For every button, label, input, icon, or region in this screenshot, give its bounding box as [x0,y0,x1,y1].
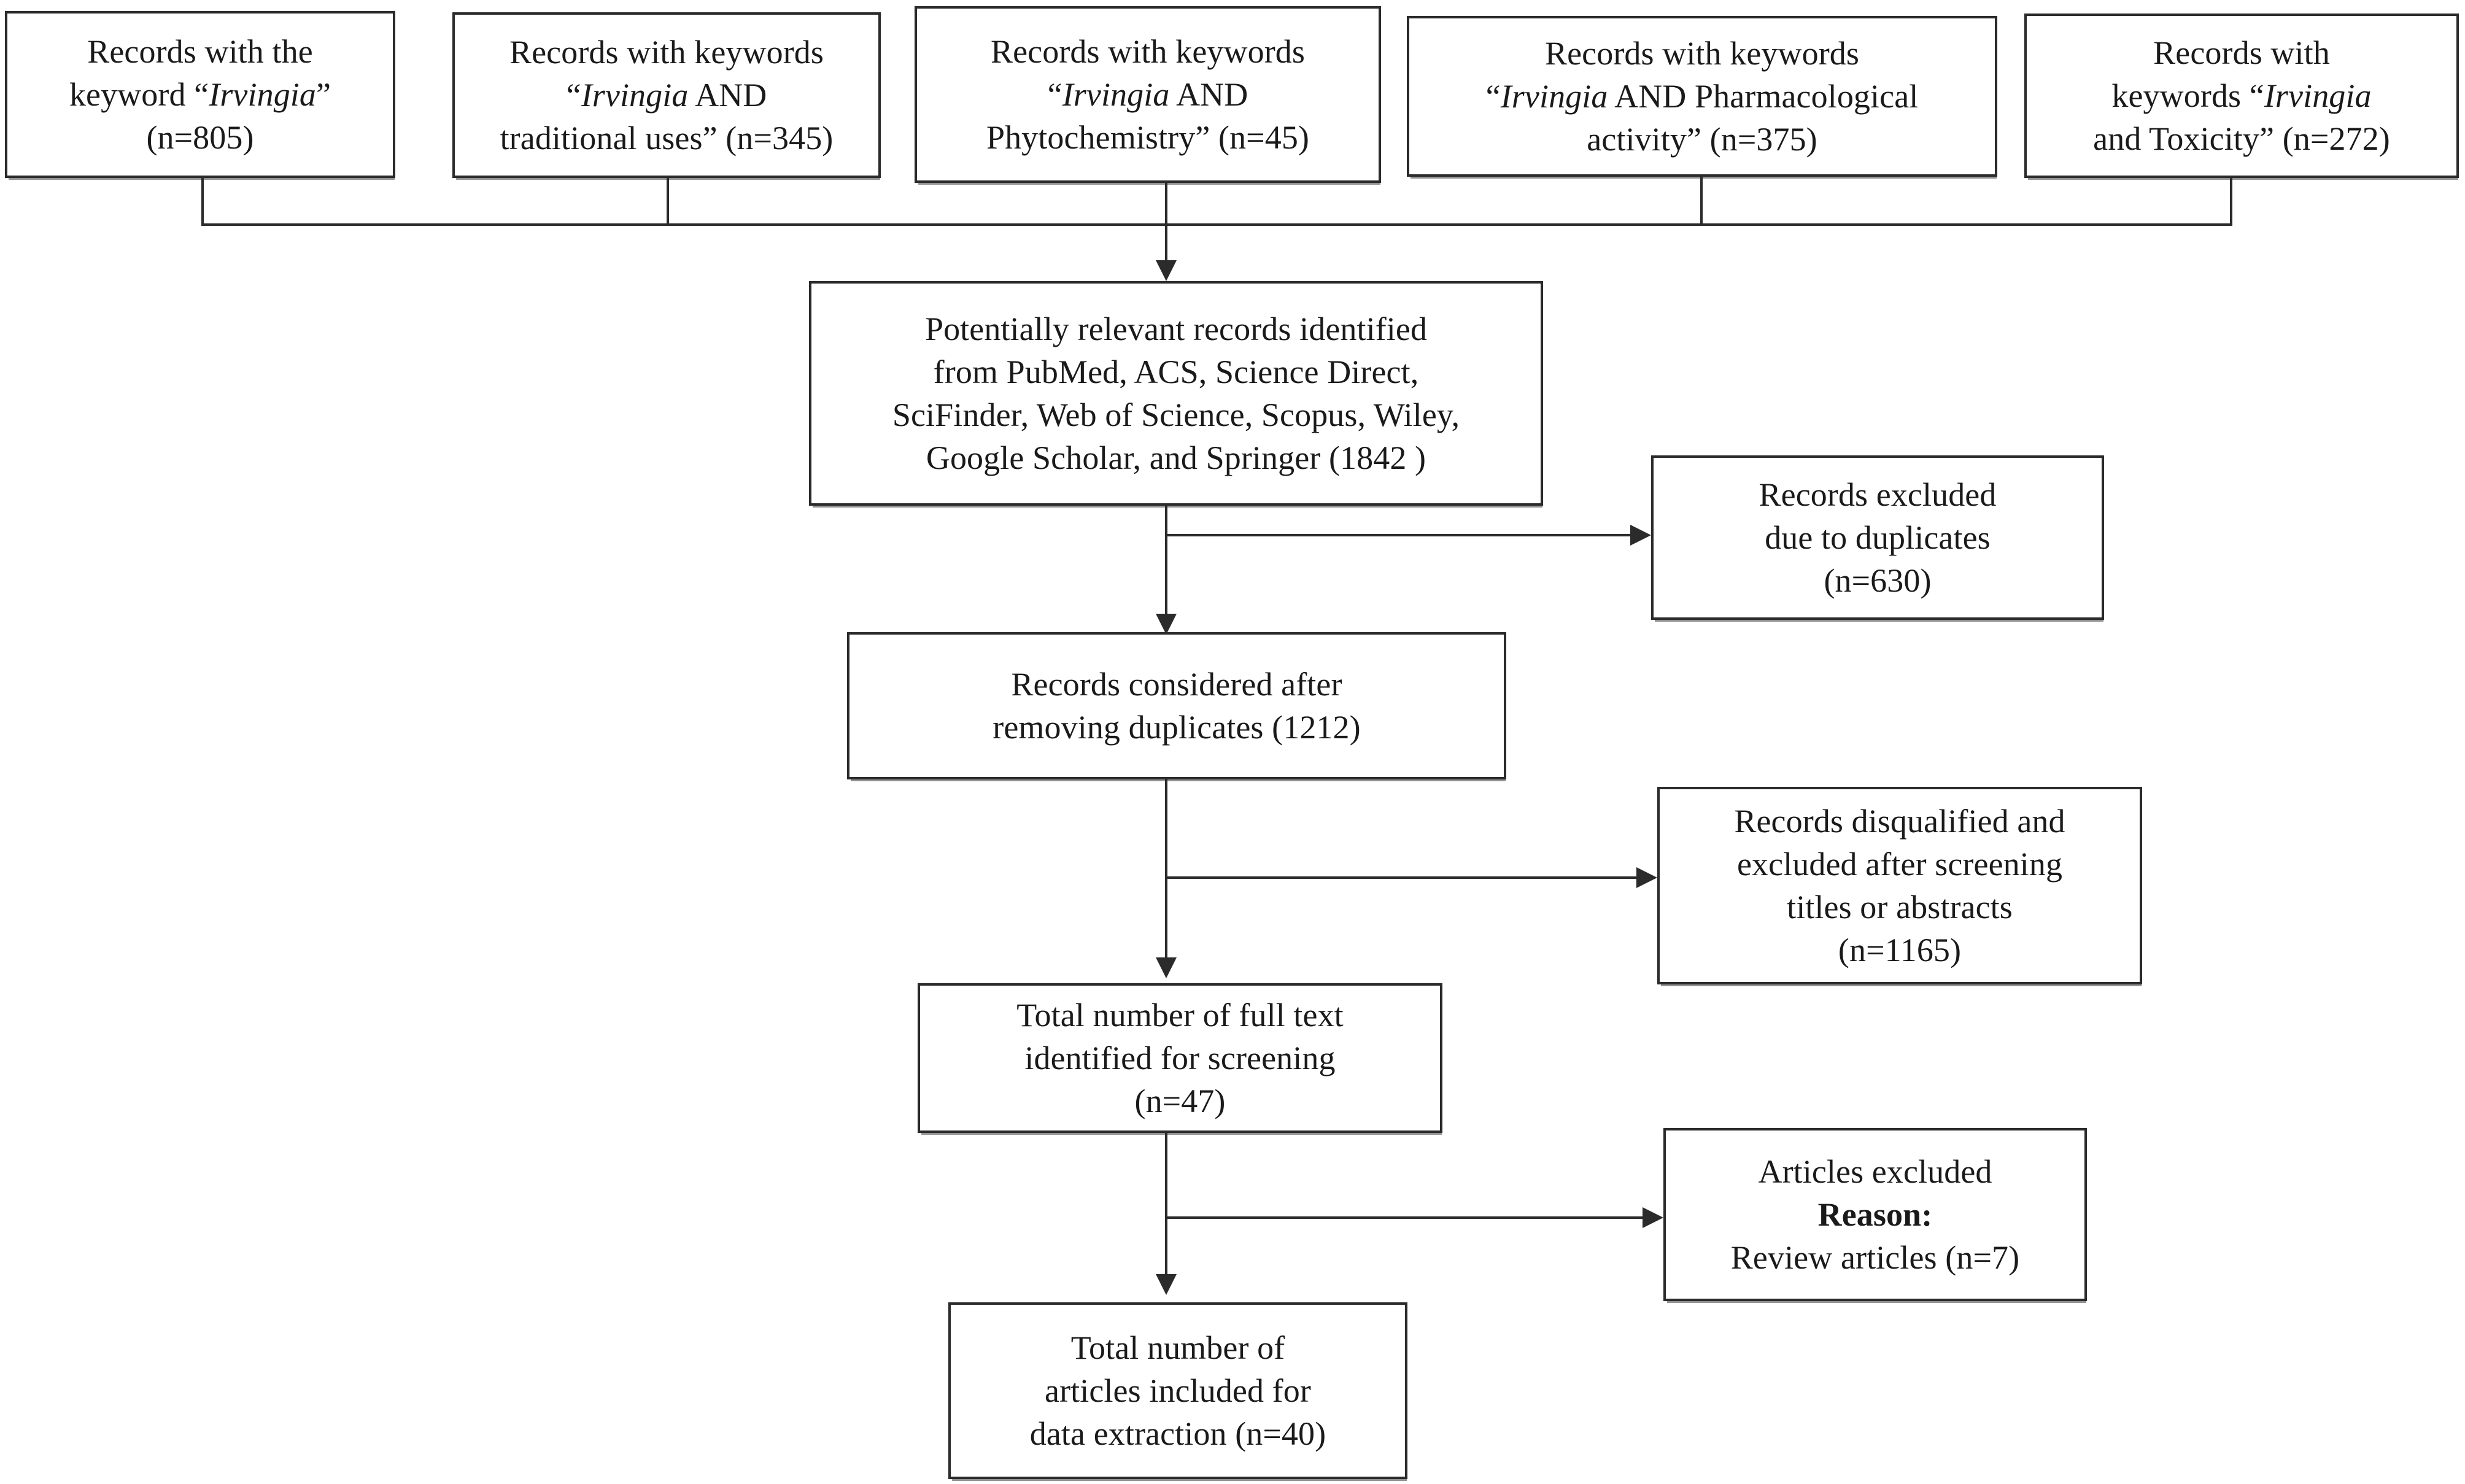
identified-line-1: Potentially relevant records identified [924,310,1428,347]
source-line-1: Records with keywords [990,33,1305,70]
source-line-3: Phytochemistry” (n=45) [986,119,1310,157]
identified-line-2: from PubMed, ACS, Science Direct, [933,353,1419,390]
disqualified-line-3: titles or abstracts [1787,889,2013,926]
source-line-1: Records with keywords [509,33,824,71]
source-box-pharmacological-activity-text: Records with keywords “Irvingia AND Phar… [1418,32,1986,161]
source-box-irvingia-text: Records with the keyword “Irvingia” (n=8… [16,30,384,160]
identified-line-3: SciFinder, Web of Science, Scopus, Wiley… [892,396,1460,433]
node-articles-excluded: Articles excluded Reason: Review article… [1663,1128,2087,1303]
source-box-pharmacological-activity: Records with keywords “Irvingia AND Phar… [1407,16,1997,179]
source-box-traditional-uses-text: Records with keywords “Irvingia AND trad… [463,31,870,160]
source-line-2-post: ” [316,75,331,113]
source-line-2-pre: “ [1485,77,1501,115]
node-excluded-duplicates-text: Records excluded due to duplicates (n=63… [1662,473,2093,603]
node-records-after-duplicates-text: Records considered after removing duplic… [858,663,1495,749]
node-identified-records-text: Potentially relevant records identified … [820,307,1532,480]
source-line-2-post: AND Pharmacological [1608,77,1919,115]
articles-excluded-line-1: Articles excluded [1758,1153,1992,1190]
after-duplicates-line-1: Records considered after [1011,665,1342,703]
source-box-traditional-uses: Records with keywords “Irvingia AND trad… [452,12,881,180]
source-line-2-pre: “ [1047,75,1062,113]
excluded-duplicates-line-3: (n=630) [1824,562,1932,600]
node-records-disqualified-text: Records disqualified and excluded after … [1668,800,2131,972]
source-box-toxicity-text: Records with keywords “Irvingia and Toxi… [2035,31,2448,161]
node-full-text-screened: Total number of full text identified for… [918,983,1442,1135]
source-line-2-italic: Irvingia [1500,77,1608,115]
node-full-text-screened-text: Total number of full text identified for… [929,994,1431,1123]
full-text-line-2: identified for screening [1024,1039,1336,1076]
source-line-3: traditional uses” (n=345) [500,120,834,157]
arrowhead-to-disqualified [1636,867,1657,888]
connector-manifold-bar [201,223,2232,226]
source-line-2-italic: Irvingia [1062,75,1170,113]
identified-line-4: Google Scholar, and Springer (1842 ) [926,439,1426,477]
included-line-2: articles included for [1045,1372,1311,1409]
connector-drop-source-2 [667,178,669,226]
source-line-2-pre: keyword “ [69,75,209,113]
connector-drop-source-4 [1700,177,1703,226]
disqualified-line-2: excluded after screening [1736,845,2063,883]
source-box-irvingia: Records with the keyword “Irvingia” (n=8… [5,11,395,180]
articles-excluded-reason-label: Reason: [1817,1196,1933,1233]
included-line-3: data extraction (n=40) [1029,1415,1326,1453]
arrowhead-to-identified [1156,260,1177,281]
source-box-phytochemistry-text: Records with keywords “Irvingia AND Phyt… [926,30,1370,160]
connector-branch-to-excluded-duplicates [1165,534,1633,536]
connector-branch-to-articles-excluded [1165,1216,1645,1219]
connector-after-duplicates-to-full-text [1165,778,1167,968]
source-line-3: (n=805) [146,119,254,157]
source-line-2-italic: Irvingia [581,76,689,114]
connector-drop-source-1 [201,177,204,226]
after-duplicates-line-2: removing duplicates (1212) [993,709,1361,746]
source-line-2-post: AND [688,76,767,114]
connector-full-text-to-included [1165,1132,1167,1284]
full-text-line-1: Total number of full text [1016,996,1344,1034]
node-records-disqualified: Records disqualified and excluded after … [1657,787,2142,986]
node-records-after-duplicates: Records considered after removing duplic… [847,632,1506,781]
articles-excluded-line-3: Review articles (n=7) [1730,1239,2020,1277]
source-line-3: activity” (n=375) [1587,121,1817,158]
arrowhead-to-excluded-duplicates [1630,525,1651,546]
source-line-2-italic: Irvingia [2264,77,2372,114]
source-box-phytochemistry: Records with keywords “Irvingia AND Phyt… [915,6,1381,185]
source-box-toxicity: Records with keywords “Irvingia and Toxi… [2024,14,2459,180]
excluded-duplicates-line-1: Records excluded [1759,476,1997,513]
connector-manifold-to-identified [1165,223,1167,261]
connector-branch-to-disqualified [1165,876,1639,879]
included-line-1: Total number of [1070,1329,1285,1366]
arrowhead-to-after-duplicates [1156,614,1177,635]
node-articles-included-text: Total number of articles included for da… [959,1326,1396,1456]
node-articles-included: Total number of articles included for da… [948,1302,1407,1481]
node-excluded-duplicates: Records excluded due to duplicates (n=63… [1651,455,2104,622]
disqualified-line-1: Records disqualified and [1734,802,2065,840]
source-line-2-post: AND [1169,75,1248,113]
source-line-1: Records with the [87,33,313,70]
source-line-2-pre: “ [566,76,581,114]
connector-identified-to-after-duplicates [1165,504,1167,627]
arrowhead-to-full-text [1156,957,1177,978]
source-line-2-italic: Irvingia [209,75,317,113]
connector-drop-source-5 [2230,178,2232,226]
source-line-1: Records with keywords [1544,34,1859,72]
arrowhead-to-articles-excluded [1643,1207,1663,1228]
full-text-line-3: (n=47) [1134,1083,1226,1120]
source-line-3: and Toxicity” (n=272) [2093,120,2390,158]
node-articles-excluded-text: Articles excluded Reason: Review article… [1674,1150,2076,1280]
arrowhead-to-included [1156,1274,1177,1295]
node-identified-records: Potentially relevant records identified … [809,281,1543,508]
connector-drop-source-3 [1165,183,1167,226]
source-line-2-pre: keywords “ [2111,77,2264,114]
disqualified-line-4: (n=1165) [1838,932,1962,969]
source-line-1: Records with [2153,34,2330,71]
excluded-duplicates-line-2: due to duplicates [1765,519,1991,556]
